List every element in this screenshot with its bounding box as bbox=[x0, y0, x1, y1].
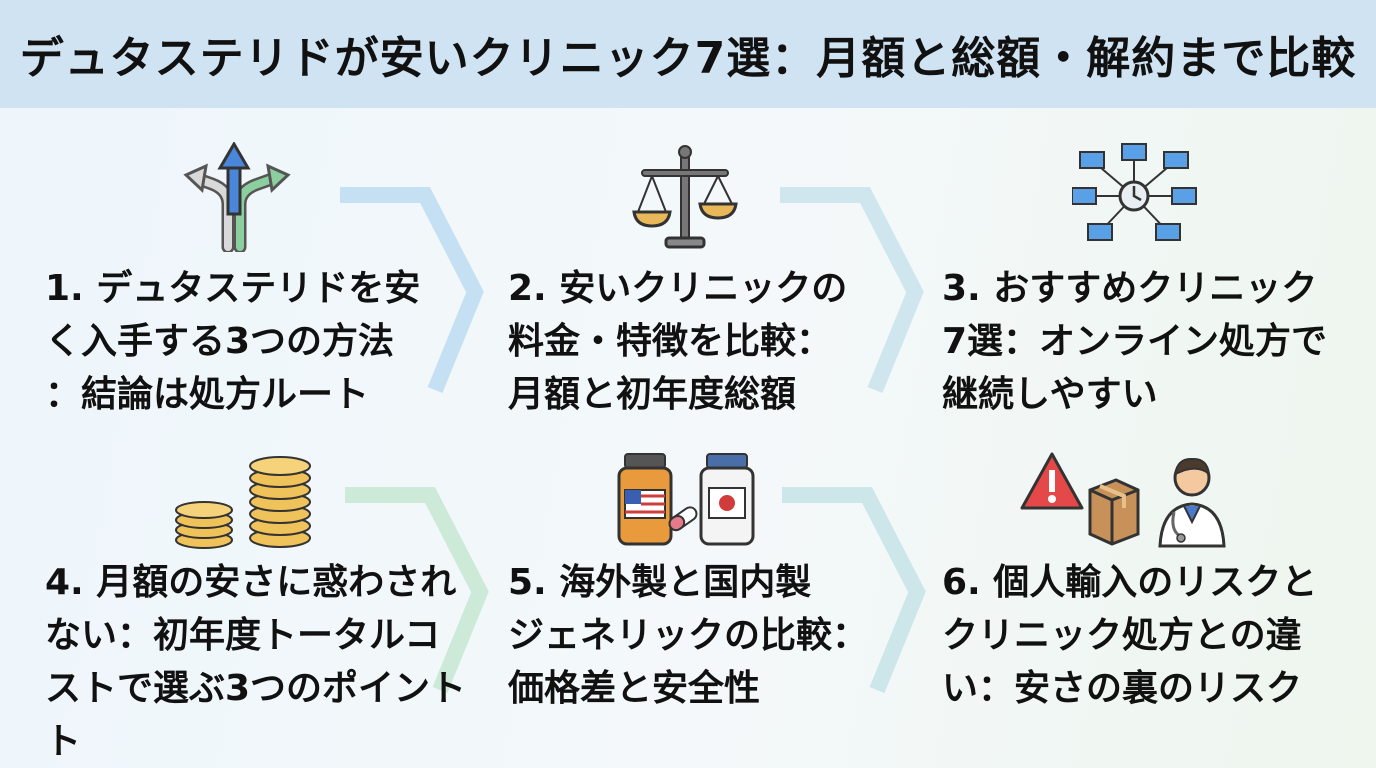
chevron-arrow-icon bbox=[340, 187, 484, 394]
network-clock-icon bbox=[1071, 140, 1197, 256]
header-banner: デュタステリドが安いクリニック7選：月額と総額・解約まで比較 bbox=[0, 0, 1376, 108]
step-5-label: 5. 海外製と国内製 ジェネリックの比較： 価格差と安全性 bbox=[508, 562, 869, 709]
step-1-label: 1. デュタステリドを安 く入手する3つの方法 ：結論は処方ルート bbox=[45, 268, 421, 415]
step-4-label: 4. 月額の安さに惑わされ ない：初年度トータルコ ストで選ぶ3つのポイント ト bbox=[45, 562, 467, 762]
chevron-arrow-icon bbox=[345, 487, 489, 694]
page-title: デュタステリドが安いクリニック7選：月額と総額・解約まで比較 bbox=[19, 33, 1357, 84]
chevron-arrow-icon bbox=[782, 487, 926, 694]
step-3-label: 3. おすすめクリニック 7選：オンライン処方で 継続しやすい bbox=[942, 268, 1328, 415]
diverging-arrows-icon bbox=[180, 141, 295, 256]
balance-scale-icon bbox=[630, 142, 740, 256]
medicine-bottles-icon bbox=[615, 450, 765, 554]
coin-stacks-icon bbox=[168, 450, 318, 554]
step-2-label: 2. 安いクリニックの 料金・特徴を比較： 月額と初年度総額 bbox=[508, 268, 848, 415]
step-6-label: 6. 個人輸入のリスクと クリニック処方との違 い：安さの裏のリスク bbox=[942, 562, 1318, 709]
chevron-arrow-icon bbox=[780, 187, 924, 394]
warning-box-doctor-icon bbox=[1020, 450, 1230, 554]
